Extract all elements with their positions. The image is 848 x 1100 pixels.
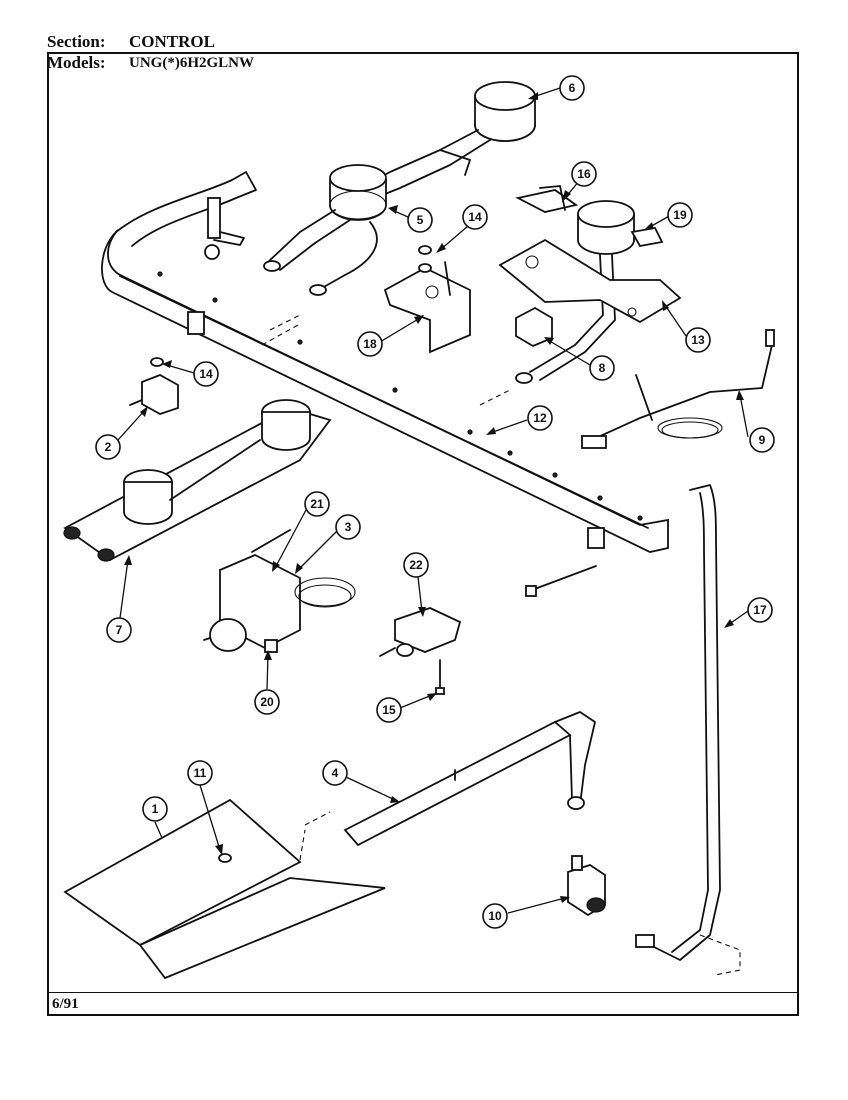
top-burner-front-right: [498, 200, 682, 384]
top-burner-rear-right: [359, 81, 536, 201]
callout-16: 16: [571, 161, 597, 187]
callout-5: 5: [407, 207, 433, 233]
leader-lines: [117, 87, 749, 914]
manifold-pipe: [101, 171, 669, 553]
svg-text:20: 20: [260, 695, 274, 709]
callout-18: 18: [357, 331, 383, 357]
models-value: UNG(*)6H2GLNW: [129, 55, 254, 71]
hidden-lines: [261, 314, 511, 406]
callout-22: 22: [403, 552, 429, 578]
broil-valve: [567, 855, 606, 917]
section-label: Section:: [47, 32, 106, 51]
section-value: CONTROL: [129, 32, 215, 51]
svg-text:13: 13: [691, 333, 705, 347]
oven-burner-assembly: [63, 399, 332, 562]
callout-12: 12: [527, 405, 553, 431]
svg-text:21: 21: [310, 497, 324, 511]
diagram-frame: [47, 52, 799, 1016]
thermocouple-tube: [635, 484, 741, 976]
svg-text:16: 16: [577, 167, 591, 181]
callout-10: 10: [482, 903, 508, 929]
callout-13: 13: [685, 327, 711, 353]
callout-17: 17: [747, 597, 773, 623]
callout-19: 19: [667, 202, 693, 228]
callout-14-left: 14: [193, 361, 219, 387]
svg-text:3: 3: [345, 520, 352, 534]
svg-text:11: 11: [194, 766, 207, 780]
callout-6: 6: [559, 75, 585, 101]
models-label: Models:: [47, 53, 106, 72]
svg-text:18: 18: [363, 337, 377, 351]
svg-text:2: 2: [105, 440, 112, 454]
callout-11: 11: [187, 760, 213, 786]
callout-7: 7: [106, 617, 132, 643]
heat-shield-panel: [63, 798, 386, 980]
callout-15: 15: [376, 697, 402, 723]
top-burner-rear-left: [263, 164, 387, 296]
svg-text:7: 7: [116, 623, 123, 637]
svg-text:19: 19: [673, 208, 687, 222]
footer-rule: [47, 992, 799, 993]
valve-bracket: [383, 245, 471, 354]
svg-text:17: 17: [753, 603, 767, 617]
callout-4: 4: [322, 760, 348, 786]
svg-text:12: 12: [533, 411, 547, 425]
burner-valve: [379, 607, 462, 695]
svg-text:6: 6: [569, 81, 576, 95]
svg-text:10: 10: [488, 909, 502, 923]
burner-bracket: [515, 185, 579, 213]
callout-21: 21: [304, 491, 330, 517]
callout-3: 3: [335, 514, 361, 540]
svg-text:8: 8: [599, 361, 606, 375]
callout-9: 9: [749, 427, 775, 453]
svg-text:9: 9: [759, 433, 766, 447]
callout-14-upper: 14: [462, 204, 488, 230]
svg-text:5: 5: [417, 213, 424, 227]
svg-text:22: 22: [409, 558, 423, 572]
svg-text:14: 14: [468, 210, 482, 224]
left-clip: [129, 357, 179, 415]
footer-date: 6/91: [52, 996, 79, 1012]
callout-1: 1: [142, 796, 168, 822]
svg-text:15: 15: [382, 703, 396, 717]
callout-8: 8: [589, 355, 615, 381]
screw-rod: [525, 565, 597, 597]
broil-burner-bracket: [304, 711, 596, 847]
oven-thermostat-valve: [203, 529, 356, 653]
svg-text:14: 14: [199, 367, 213, 381]
callout-20: 20: [254, 689, 280, 715]
thermocouple-coil: [581, 329, 775, 449]
callout-2: 2: [95, 434, 121, 460]
svg-text:1: 1: [152, 802, 159, 816]
svg-text:4: 4: [332, 766, 339, 780]
